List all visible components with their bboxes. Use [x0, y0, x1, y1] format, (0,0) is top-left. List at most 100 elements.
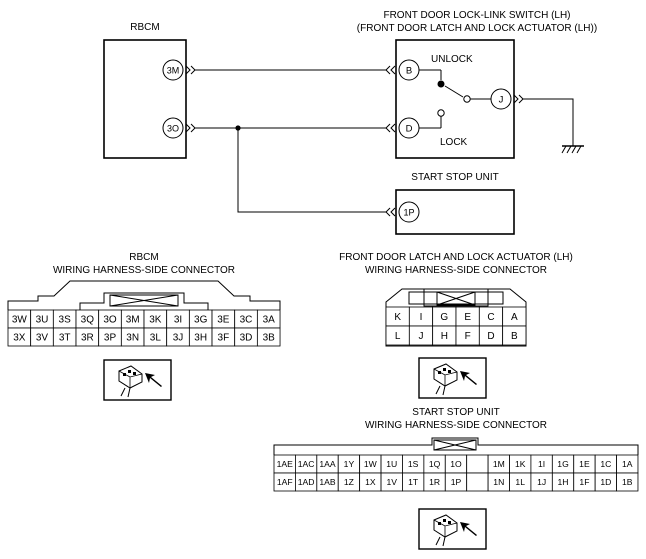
pin-label: 1AD — [298, 477, 315, 487]
pin-label: F — [465, 331, 471, 342]
pin-label: 3V — [36, 333, 49, 344]
pin-label: 1W — [364, 459, 378, 469]
pin-label: 3W — [12, 315, 28, 326]
connector-cavity — [256, 327, 281, 347]
pin-label: 3P — [104, 333, 117, 344]
pin-label: 1Z — [344, 477, 354, 487]
pin-label: 1U — [386, 459, 397, 469]
pin-label: H — [441, 331, 448, 342]
svg-text:D: D — [406, 124, 413, 135]
wire-3o-to-d — [185, 123, 396, 133]
pin-label: 3F — [218, 333, 230, 344]
pin-label: 3B — [263, 333, 276, 344]
rbcm-block — [103, 39, 187, 159]
pin-label: 3M — [126, 315, 140, 326]
svg-text:B: B — [406, 66, 412, 77]
actuator-connector-grid: K I G E C A L J H F D B — [385, 306, 527, 346]
pin-label: 3A — [263, 315, 276, 326]
connector-cavity — [466, 454, 489, 474]
pin-label: J — [418, 331, 423, 342]
ground-icon — [561, 145, 584, 154]
connector-cavity — [616, 472, 639, 492]
lock-label: LOCK — [440, 137, 468, 148]
pin-label: 3G — [194, 315, 208, 326]
pin-label: E — [464, 312, 471, 323]
svg-text:3M: 3M — [167, 66, 180, 76]
pin-label: A — [511, 312, 518, 323]
pin-label: 1AE — [277, 459, 294, 469]
pin-label: 1I — [538, 459, 545, 469]
rbcm-connector-shell — [7, 280, 281, 310]
pin-label: 3Q — [81, 315, 95, 326]
pin-label: 1H — [558, 477, 569, 487]
ssu-connector-title-line2: WIRING HARNESS-SIDE CONNECTOR — [365, 420, 547, 431]
pin-label: 3E — [217, 315, 230, 326]
connector-cavity — [466, 472, 489, 492]
pin-label: 1K — [515, 459, 526, 469]
pin-label: 1AF — [277, 477, 293, 487]
pin-label: D — [487, 331, 494, 342]
pin-label: 1S — [408, 459, 419, 469]
ground-wire — [513, 94, 574, 146]
pin-label: 1R — [429, 477, 440, 487]
pin-label: 3R — [81, 333, 94, 344]
pin-label: 1D — [600, 477, 611, 487]
pin-label: 1Y — [344, 459, 355, 469]
pin-label: L — [395, 331, 401, 342]
pin-label: 1E — [579, 459, 590, 469]
actuator-connector-shell — [385, 288, 527, 347]
svg-text:J: J — [499, 95, 504, 106]
rbcm-connector-title-line2: WIRING HARNESS-SIDE CONNECTOR — [53, 265, 235, 276]
pin-label: 3O — [103, 315, 117, 326]
pin-label: 3H — [194, 333, 207, 344]
pin-label: 3J — [173, 333, 184, 344]
pin-label: 1P — [451, 477, 462, 487]
switch-title-line2: (FRONT DOOR LATCH AND LOCK ACTUATOR (LH)… — [357, 23, 597, 34]
ssu-connector-title-line1: START STOP UNIT — [412, 407, 499, 418]
actuator-connector-title-line1: FRONT DOOR LATCH AND LOCK ACTUATOR (LH) — [339, 252, 573, 263]
pin-label: 1AA — [319, 459, 336, 469]
rbcm-title: RBCM — [130, 22, 159, 33]
pin-label: C — [487, 312, 494, 323]
pin-label: 3U — [36, 315, 49, 326]
ssu-block — [395, 189, 515, 235]
rbcm-connector-title-line1: RBCM — [129, 252, 158, 263]
pin-label: 1V — [386, 477, 397, 487]
pin-label: 1J — [537, 477, 546, 487]
pin-label: G — [440, 312, 448, 323]
svg-text:3O: 3O — [167, 124, 179, 134]
pin-label: 1O — [450, 459, 462, 469]
pin-label: 3L — [150, 333, 162, 344]
pin-label: 1M — [493, 459, 505, 469]
pin-label: 1Q — [429, 459, 441, 469]
pin-label: K — [394, 312, 401, 323]
pin-label: B — [511, 331, 518, 342]
ssu-title: START STOP UNIT — [411, 172, 498, 183]
pin-label: 3N — [126, 333, 139, 344]
connector-view-icon — [418, 357, 487, 399]
unlock-label: UNLOCK — [431, 54, 473, 65]
pin-label: 3X — [13, 333, 26, 344]
pin-label: 1X — [365, 477, 376, 487]
pin-label: 1G — [557, 459, 569, 469]
ssu-connector-shell — [273, 437, 639, 455]
svg-text:1P: 1P — [403, 208, 414, 218]
pin-label: 1B — [622, 477, 633, 487]
ssu-terminal-1p: 1P — [398, 201, 420, 223]
pin-label: 1T — [408, 477, 419, 487]
rbcm-terminal-3o: 3O — [162, 117, 184, 139]
pin-label: 3C — [240, 315, 253, 326]
pin-label: I — [420, 312, 423, 323]
pin-label: 1L — [515, 477, 525, 487]
pin-label: 1N — [493, 477, 504, 487]
wire-splice-to-1p — [237, 128, 396, 217]
pin-label: 3D — [240, 333, 253, 344]
lock-link-switch-contacts — [419, 69, 491, 129]
connector-cavity — [502, 325, 527, 346]
actuator-connector-title-line2: WIRING HARNESS-SIDE CONNECTOR — [365, 265, 547, 276]
pin-label: 1AC — [298, 459, 315, 469]
pin-label: 3T — [59, 333, 71, 344]
